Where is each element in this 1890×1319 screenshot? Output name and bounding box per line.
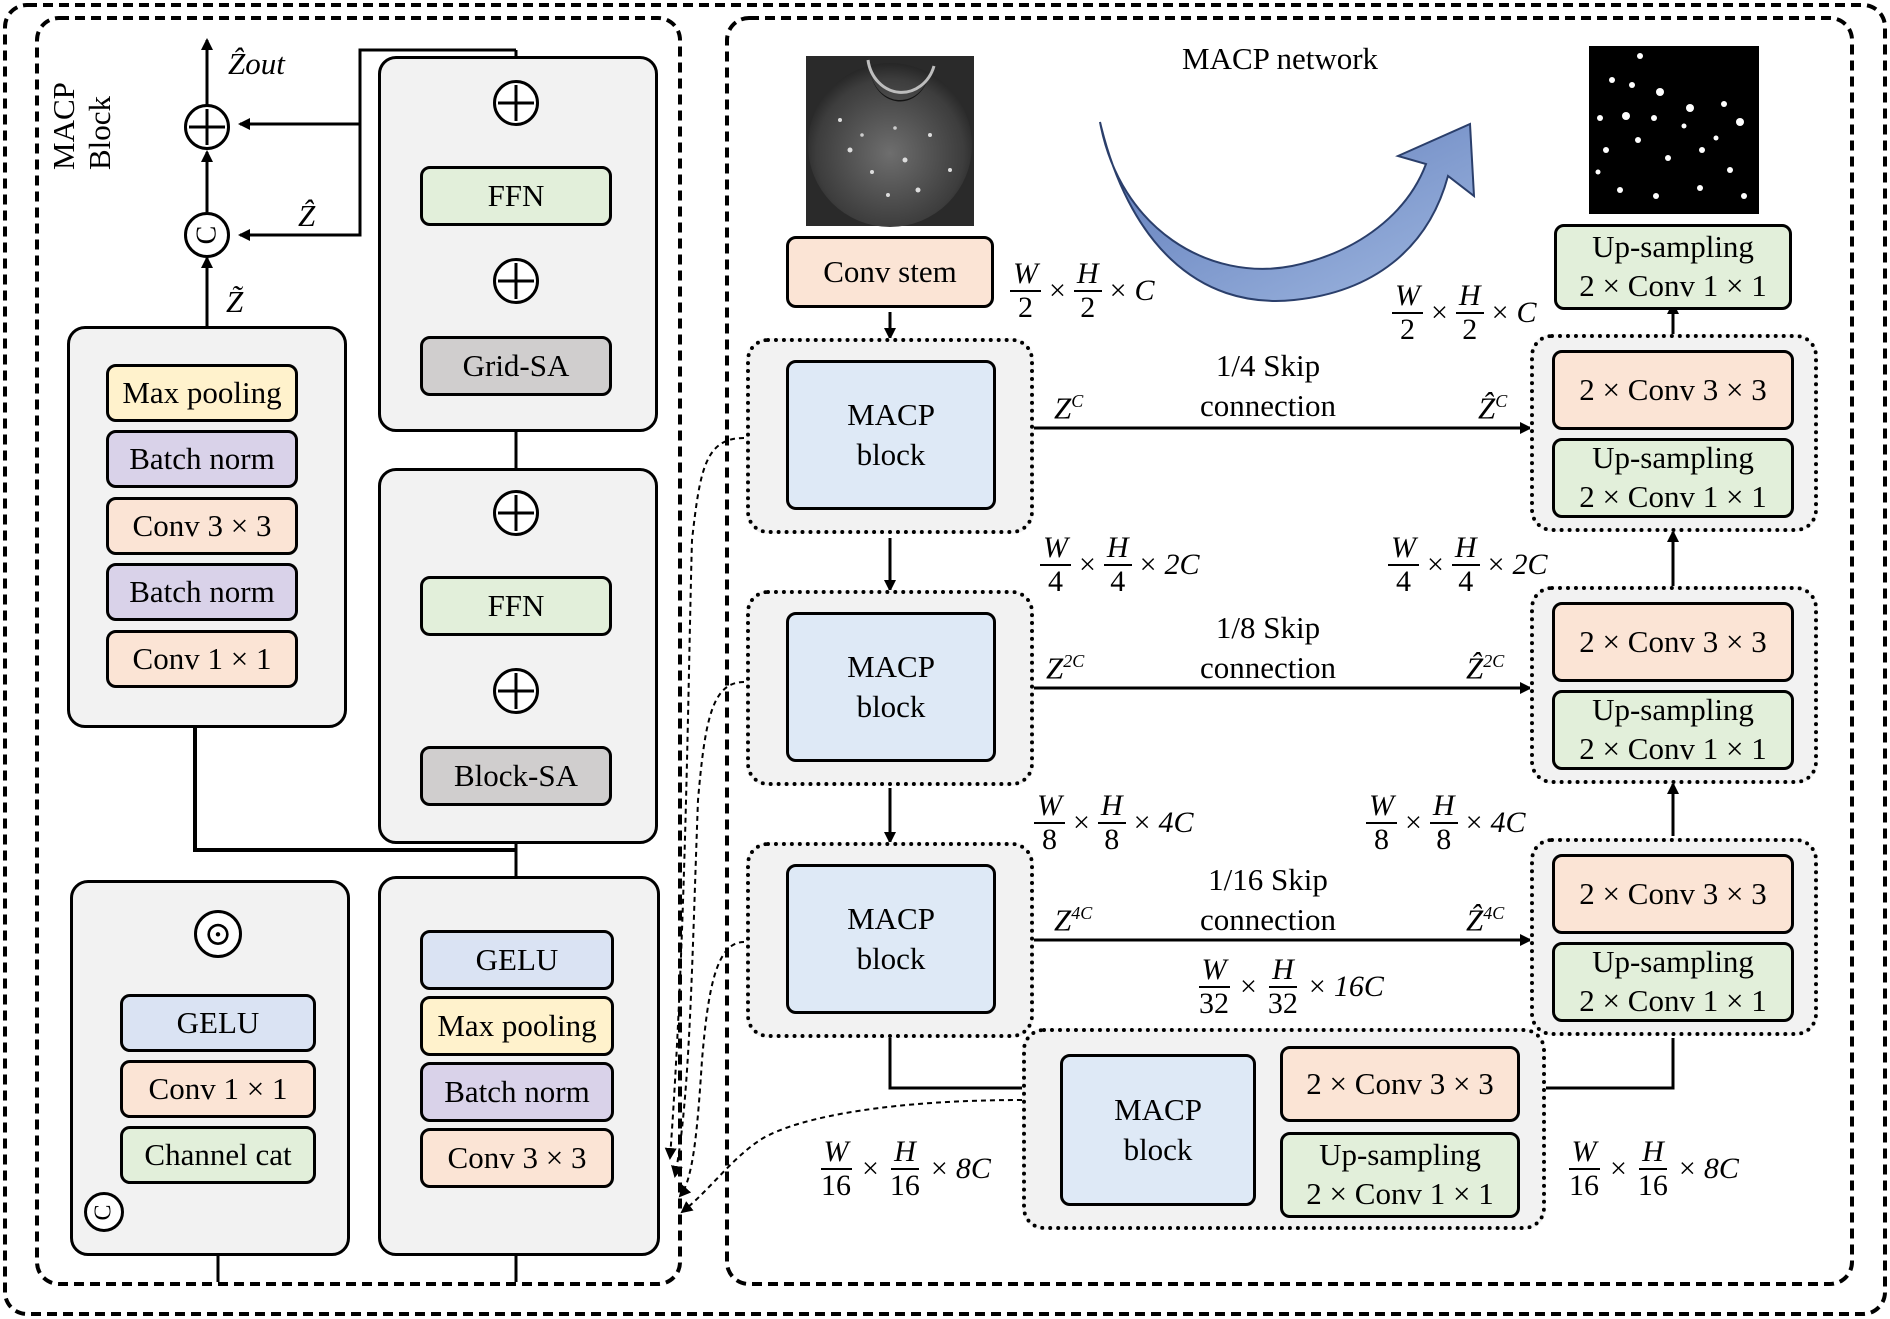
z-hat-label: Ẑ — [298, 198, 316, 233]
stem-batch-norm: Batch norm — [420, 1062, 614, 1122]
feature-z-3: Z4C — [1054, 904, 1092, 935]
macp-block-panel-title: MACP Block — [46, 82, 117, 170]
decoder-up-1: Up-sampling 2 × Conv 1 × 1 — [1552, 438, 1794, 518]
macp-network-panel-frame — [725, 16, 1854, 1286]
decoder-conv-2: 2 × Conv 3 × 3 — [1552, 602, 1794, 682]
outer-frame — [3, 3, 1887, 1316]
cnn-conv-3x3: Conv 3 × 3 — [106, 497, 298, 555]
flow-arrow — [1099, 121, 1476, 302]
block-sa: Block-SA — [420, 746, 612, 806]
stem-gelu: GELU — [420, 930, 614, 990]
hadamard-operator: ⊙ — [194, 910, 242, 958]
concat-symbol: C — [191, 225, 222, 245]
grid-sum-top — [493, 80, 539, 126]
stem-conv-3x3: Conv 3 × 3 — [420, 1128, 614, 1188]
concat-operator: C — [184, 212, 230, 258]
grid-sa: Grid-SA — [420, 336, 612, 396]
cnn-batch-norm-2: Batch norm — [106, 563, 298, 621]
skip-label-3: 1/16 Skip connection — [1200, 862, 1337, 938]
stem-max-pooling: Max pooling — [420, 996, 614, 1056]
bottleneck-conv: 2 × Conv 3 × 3 — [1280, 1046, 1520, 1122]
feature-z-3-base: Z — [1054, 902, 1072, 938]
z-tilde-label: Z̃ — [226, 284, 244, 319]
skip-label-2: 1/8 Skip connection — [1200, 610, 1337, 686]
feature-z-3-sup: 4C — [1071, 903, 1093, 923]
feature-zhat-3: Ẑ4C — [1466, 902, 1505, 938]
product-symbol: ⊙ — [203, 916, 233, 953]
decoder-conv-3: 2 × Conv 3 × 3 — [1552, 854, 1794, 934]
feature-z-2-sup: 2C — [1063, 651, 1085, 671]
decoder-up-3: Up-sampling 2 × Conv 1 × 1 — [1552, 942, 1794, 1022]
encoder-macp-block-1: MACP block — [786, 360, 996, 510]
block-sum-top — [493, 490, 539, 536]
decoder-conv-1: 2 × Conv 3 × 3 — [1552, 350, 1794, 430]
input-image — [806, 56, 974, 227]
feature-z-1-base: Z — [1054, 390, 1072, 426]
output-mask — [1589, 46, 1759, 214]
gate-channel-cat: Channel cat — [120, 1126, 316, 1184]
feature-zhat-2: Ẑ2C — [1466, 650, 1505, 686]
conv-stem: Conv stem — [786, 236, 994, 308]
decoder-up-2: Up-sampling 2 × Conv 1 × 1 — [1552, 690, 1794, 770]
feature-zhat-3-sup: 4C — [1483, 903, 1505, 923]
final-head: Up-sampling 2 × Conv 1 × 1 — [1554, 224, 1792, 310]
feature-z-2: Z2C — [1046, 652, 1084, 683]
feature-zhat-1-sup: C — [1495, 391, 1508, 411]
cnn-conv-1x1: Conv 1 × 1 — [106, 630, 298, 688]
gate-gelu: GELU — [120, 994, 316, 1052]
feature-zhat-1: ẐC — [1478, 390, 1508, 426]
z-out-text: Ẑout — [228, 46, 285, 81]
cnn-batch-norm-1: Batch norm — [106, 430, 298, 488]
feature-z-1-sup: C — [1071, 391, 1084, 411]
feature-z-1: ZC — [1054, 392, 1083, 423]
feature-zhat-2-sup: 2C — [1483, 651, 1505, 671]
sum-operator-out — [184, 104, 230, 150]
gate-concat-operator: C — [84, 1192, 124, 1232]
block-sum-bottom — [493, 668, 539, 714]
encoder-macp-block-2: MACP block — [786, 612, 996, 762]
encoder-macp-block-3: MACP block — [786, 864, 996, 1014]
gate-conv-1x1: Conv 1 × 1 — [120, 1060, 316, 1118]
macp-network-title: MACP network — [1182, 41, 1379, 76]
bottleneck-macp-block: MACP block — [1060, 1054, 1256, 1206]
feature-z-2-base: Z — [1046, 650, 1064, 686]
gate-concat-symbol: C — [90, 1203, 117, 1221]
skip-label-1: 1/4 Skip connection — [1200, 348, 1337, 424]
block-ffn: FFN — [420, 576, 612, 636]
grid-ffn: FFN — [420, 166, 612, 226]
bottleneck-up: Up-sampling 2 × Conv 1 × 1 — [1280, 1132, 1520, 1218]
cnn-max-pooling: Max pooling — [106, 364, 298, 422]
grid-sum-bottom — [493, 258, 539, 304]
z-out-label: Ẑout — [228, 48, 285, 79]
